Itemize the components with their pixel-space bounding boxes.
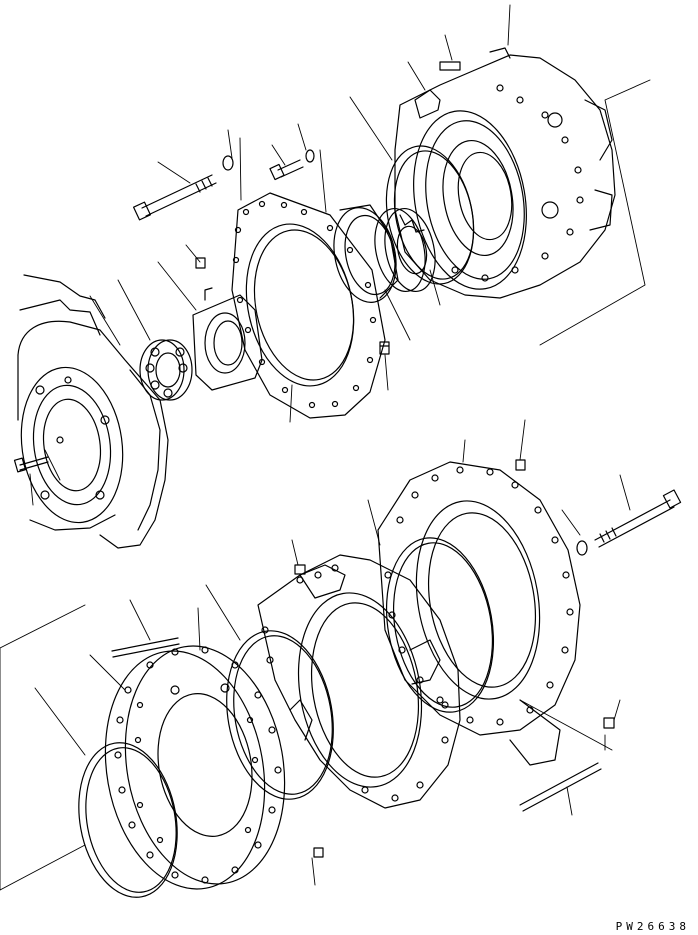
housing-bolt — [15, 457, 48, 472]
bearing-retainer — [193, 258, 262, 390]
hub-gear — [368, 204, 442, 296]
spacer-ring — [326, 202, 405, 308]
short-bolt — [270, 150, 314, 180]
flywheel-housing — [12, 275, 168, 548]
o-ring-lower-left — [67, 735, 189, 905]
flange-lower — [378, 462, 580, 765]
dowel-pin-lower-right — [520, 763, 601, 811]
o-ring-upper — [374, 138, 485, 292]
long-bolt-lower — [577, 490, 681, 555]
adapter-plate — [232, 193, 385, 418]
end-plate — [87, 633, 302, 901]
plug-upper — [380, 342, 389, 354]
long-bolt-upper — [134, 156, 233, 220]
main-housing-upper — [395, 48, 615, 298]
bearing — [140, 340, 192, 400]
carrier-housing — [258, 555, 460, 808]
drawing-code: PW26638 — [615, 920, 690, 933]
leader-lines — [0, 5, 650, 890]
o-ring-lower-right — [374, 529, 507, 720]
dowel-pin-lower — [112, 638, 179, 657]
o-ring-lower-middle — [214, 622, 346, 807]
plug-lower — [295, 460, 614, 857]
